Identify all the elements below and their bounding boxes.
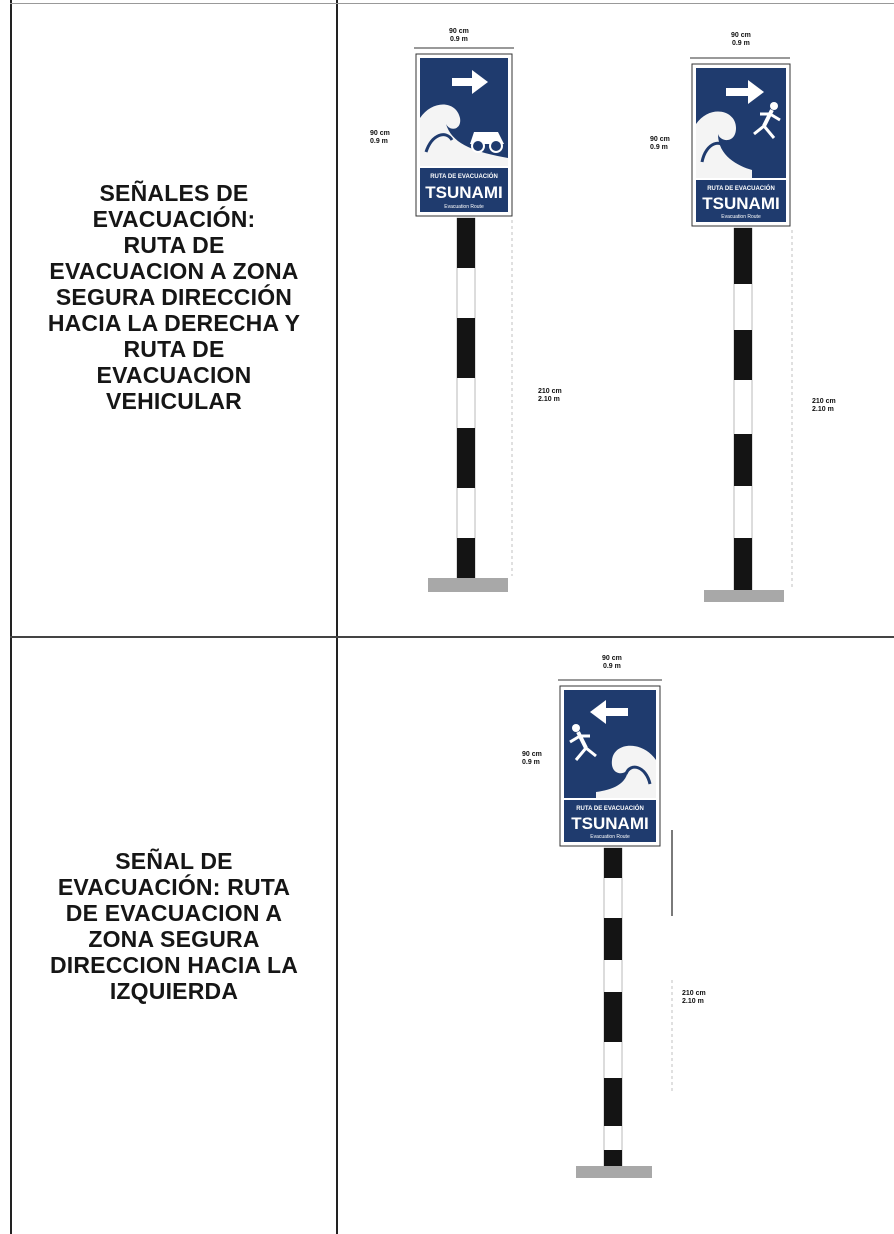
table-column-divider: [336, 0, 338, 1234]
row-2-label: SEÑAL DE EVACUACIÓN: RUTA DE EVACUACION …: [49, 848, 299, 1004]
arrow-right-icon: [726, 80, 764, 104]
table-column-divider: [10, 0, 12, 1234]
arrow-left-icon: [590, 700, 628, 724]
table-top-border: [10, 3, 894, 4]
svg-text:Evacuation Route: Evacuation Route: [590, 834, 630, 840]
table-row-divider: [10, 636, 894, 638]
evacuation-sign-left-pedestrian: RUTA DE EVACUACIÓN TSUNAMI Evacuation Ro…: [556, 679, 676, 1190]
svg-text:TSUNAMI: TSUNAMI: [425, 183, 502, 202]
svg-text:Evacuation Route: Evacuation Route: [444, 204, 484, 210]
running-person-icon: [753, 102, 781, 139]
arrow-right-icon: [452, 70, 488, 94]
svg-text:Evacuation Route: Evacuation Route: [721, 214, 761, 220]
svg-text:TSUNAMI: TSUNAMI: [702, 194, 779, 213]
evacuation-sign-right-vehicle: RUTA DE EVACUACIÓN TSUNAMI Evacuation Ro…: [412, 47, 522, 608]
row-1-label: SEÑALES DE EVACUACIÓN: RUTA DE EVACUACIO…: [47, 180, 301, 414]
svg-text:RUTA DE EVACUACIÓN: RUTA DE EVACUACIÓN: [707, 184, 775, 192]
svg-text:RUTA DE EVACUACIÓN: RUTA DE EVACUACIÓN: [430, 172, 498, 180]
car-icon: [470, 132, 504, 153]
svg-text:TSUNAMI: TSUNAMI: [571, 814, 648, 833]
evacuation-sign-right-pedestrian: RUTA DE EVACUACIÓN TSUNAMI Evacuation Ro…: [688, 57, 798, 618]
running-person-icon: [569, 724, 597, 761]
svg-text:RUTA DE EVACUACIÓN: RUTA DE EVACUACIÓN: [576, 804, 644, 812]
